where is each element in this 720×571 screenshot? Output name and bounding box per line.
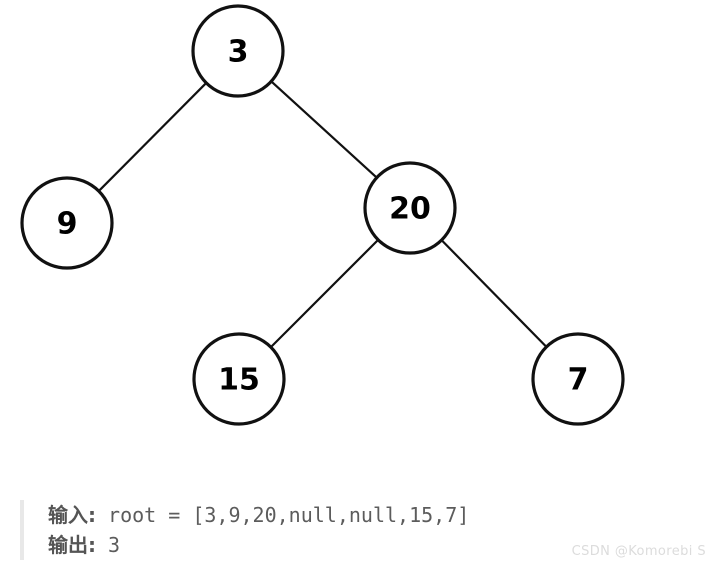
- tree-node-label: 3: [228, 35, 249, 70]
- tree-edge: [269, 238, 380, 349]
- tree-node-circle: [192, 332, 286, 426]
- binary-tree-diagram: 3 9 20 15 7: [20, 4, 625, 426]
- input-label: 输入:: [48, 503, 96, 527]
- csdn-watermark: CSDN @Komorebi S: [571, 544, 706, 559]
- tree-node-label: 20: [389, 192, 431, 227]
- tree-node-circle: [363, 161, 457, 255]
- tree-node-label: 7: [568, 363, 589, 398]
- tree-node: 7: [531, 332, 625, 426]
- tree-node-label: 15: [218, 363, 260, 398]
- tree-node-circle: [20, 176, 114, 270]
- tree-node: 3: [191, 4, 285, 98]
- tree-node: 9: [20, 176, 114, 270]
- tree-node-circle: [531, 332, 625, 426]
- tree-nodes-group: 3 9 20 15 7: [20, 4, 625, 426]
- output-label: 输出:: [48, 533, 96, 557]
- input-line: 输入: root = [3,9,20,null,null,15,7]: [48, 500, 469, 530]
- io-description-block: 输入: root = [3,9,20,null,null,15,7] 输出: 3: [20, 500, 469, 560]
- output-value: 3: [96, 533, 121, 557]
- tree-edge: [97, 81, 208, 193]
- tree-node: 15: [192, 332, 286, 426]
- tree-edge: [440, 238, 548, 349]
- input-value: root = [3,9,20,null,null,15,7]: [96, 503, 470, 527]
- tree-node-label: 9: [57, 207, 78, 242]
- tree-node-circle: [191, 4, 285, 98]
- output-line: 输出: 3: [48, 530, 469, 560]
- tree-node: 20: [363, 161, 457, 255]
- tree-edges-group: [97, 79, 548, 349]
- tree-edge: [269, 79, 379, 180]
